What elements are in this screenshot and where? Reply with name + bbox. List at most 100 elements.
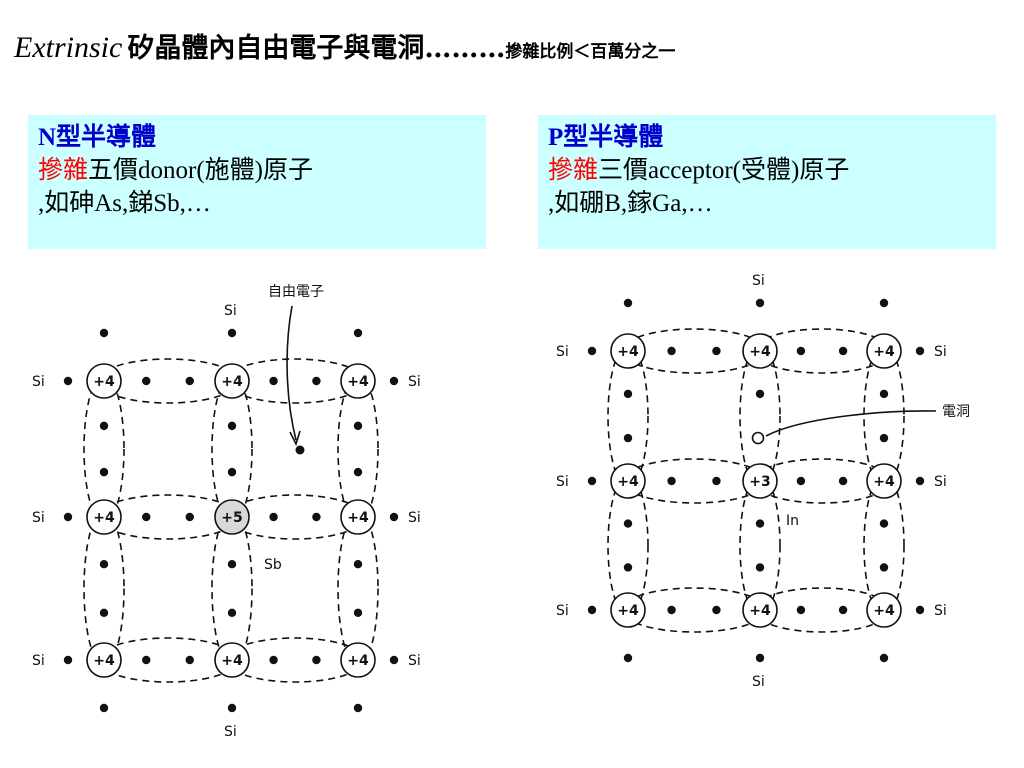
n-type-box: N型半導體 摻雜五價donor(施體)原子 ,如砷As,銻Sb,… — [28, 115, 486, 249]
n-si-atom — [86, 363, 122, 399]
n-type-examples: ,如砷As,銻Sb,… — [38, 190, 211, 217]
n-si-atom — [214, 363, 250, 399]
n-bond-v — [83, 374, 125, 524]
p-electron — [879, 433, 889, 443]
n-electron — [227, 703, 237, 713]
n-core-charge: +4 — [347, 510, 369, 526]
n-si-label: Si — [32, 374, 45, 390]
p-electron — [623, 389, 633, 399]
p-si-label: Si — [556, 603, 569, 619]
n-electron — [353, 421, 363, 431]
n-electron — [389, 512, 399, 522]
p-electron — [623, 563, 633, 572]
n-free-electron — [295, 445, 305, 455]
p-type-heading: P型半導體 — [548, 124, 664, 151]
p-core-charge: +4 — [749, 603, 771, 619]
n-arrow-head — [289, 430, 301, 447]
p-type-dope-word: 摻雜 — [548, 157, 599, 184]
p-hole-label: 電洞 — [942, 404, 970, 420]
n-electron — [99, 421, 109, 431]
n-core-charge: +4 — [221, 374, 243, 390]
p-electron — [712, 476, 721, 486]
n-core-charge: +4 — [221, 653, 243, 669]
n-core-charge: +4 — [93, 510, 115, 526]
n-si-atom — [86, 499, 122, 535]
n-si-label: Si — [224, 303, 237, 319]
n-core-charge: +4 — [93, 374, 115, 390]
n-dopant-atom — [214, 499, 250, 535]
n-bond-v — [211, 510, 253, 667]
p-electron — [623, 519, 633, 528]
n-bond-v — [211, 374, 253, 524]
p-electron — [755, 389, 765, 399]
n-electron — [269, 512, 278, 522]
n-electron — [269, 376, 278, 386]
p-electron — [623, 433, 633, 443]
p-si-label: Si — [752, 273, 765, 289]
n-electron — [63, 655, 73, 665]
n-electron — [353, 608, 363, 618]
p-electron — [587, 346, 597, 356]
p-electron — [879, 389, 889, 399]
n-electron — [353, 467, 363, 477]
p-si-label: Si — [934, 344, 947, 360]
p-core-charge: +4 — [617, 344, 639, 360]
n-electron — [227, 559, 237, 569]
p-electron — [755, 298, 765, 308]
p-electron — [879, 563, 889, 572]
p-electron — [755, 519, 765, 528]
p-type-examples: ,如硼B,鎵Ga,… — [548, 190, 713, 217]
p-electron — [879, 653, 889, 663]
n-electron — [99, 559, 109, 569]
n-free-electron-label: 自由電子 — [268, 284, 324, 300]
p-electron — [755, 653, 765, 663]
p-electron — [796, 346, 806, 356]
p-si-label: Si — [556, 474, 569, 490]
p-electron — [838, 346, 848, 356]
p-electron — [587, 605, 597, 615]
n-si-label: Si — [408, 510, 421, 526]
p-si-atom — [610, 333, 646, 369]
p-hole — [751, 431, 765, 445]
n-electron — [227, 421, 237, 431]
p-electron — [712, 605, 721, 615]
n-electron — [99, 703, 109, 713]
n-electron — [389, 376, 399, 386]
title-main: 矽晶體內自由電子與電洞……… — [127, 33, 506, 64]
n-electron — [312, 512, 321, 522]
n-si-atom — [340, 499, 376, 535]
n-electron — [227, 608, 237, 618]
n-si-label: Si — [408, 374, 421, 390]
n-electron — [185, 512, 194, 522]
n-dopant-label: Sb — [264, 557, 282, 573]
p-si-label: Si — [752, 674, 765, 690]
p-dopant-atom — [742, 463, 778, 499]
p-core-charge: +4 — [749, 344, 771, 360]
n-electron — [269, 655, 278, 665]
n-si-label: Si — [32, 653, 45, 669]
p-electron — [667, 346, 676, 356]
n-electron — [185, 376, 194, 386]
p-type-line1: 摻雜三價acceptor(受體)原子 — [548, 154, 986, 187]
n-dopant-charge: +5 — [221, 510, 242, 526]
title-note: 摻雜比例＜百萬分之一 — [505, 42, 676, 62]
p-si-atom — [866, 463, 902, 499]
p-core-charge: +4 — [617, 474, 639, 490]
p-electron — [623, 653, 633, 663]
n-type-dopant-desc: 五價donor(施體)原子 — [88, 157, 313, 184]
p-si-atom — [742, 592, 778, 628]
n-electron — [99, 467, 109, 477]
slide-title: Extrinsic 矽晶體內自由電子與電洞………摻雜比例＜百萬分之一 — [14, 26, 675, 65]
n-electron — [312, 655, 321, 665]
p-electron — [712, 346, 721, 356]
p-electron — [755, 563, 765, 572]
n-si-label: Si — [224, 724, 237, 740]
n-bond-v — [83, 510, 125, 667]
n-electron — [227, 467, 237, 477]
n-electron — [142, 655, 151, 665]
title-prefix: Extrinsic — [14, 31, 123, 64]
n-core-charge: +4 — [347, 653, 369, 669]
n-electron — [353, 328, 363, 338]
p-si-label: Si — [556, 344, 569, 360]
n-electron — [142, 512, 151, 522]
